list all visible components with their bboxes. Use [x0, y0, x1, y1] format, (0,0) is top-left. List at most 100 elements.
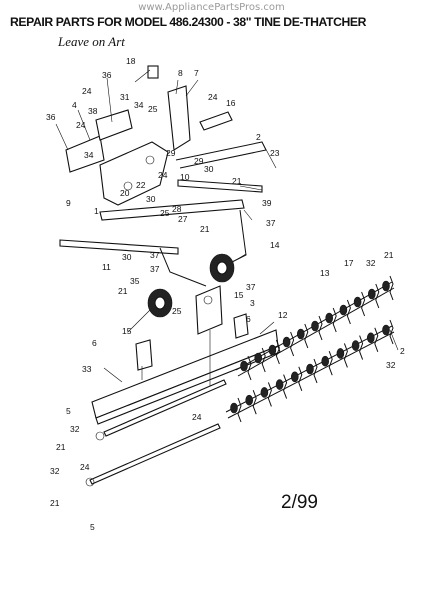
tine-spacer: [382, 324, 390, 336]
bracket-6-right: [233, 313, 249, 339]
tine-spring: [359, 335, 364, 360]
tine-spring: [237, 397, 242, 423]
callout: 25: [160, 208, 170, 218]
callout: 25: [172, 306, 182, 316]
callout: 32: [386, 360, 396, 370]
rod-11: [59, 239, 179, 255]
callout: 8: [178, 68, 183, 78]
callout: 14: [270, 240, 280, 250]
callout: 23: [270, 148, 280, 158]
tine-spacer: [240, 360, 248, 372]
tine-spring: [318, 315, 323, 341]
tine-spring: [389, 319, 394, 345]
tine-spring: [267, 382, 272, 407]
tine-spacer: [339, 304, 348, 316]
tine-spacer: [325, 312, 334, 324]
callout: 15: [234, 290, 244, 300]
upper-shaft: [103, 379, 227, 437]
callout: 10: [180, 172, 190, 182]
callout: 21: [50, 498, 60, 508]
date-code: 2/99: [281, 492, 318, 513]
callout: 15: [122, 326, 132, 336]
tine-reel-upper: [235, 275, 395, 381]
callout: 37: [266, 218, 276, 228]
callout: 24: [192, 412, 202, 422]
callout: 29: [194, 156, 204, 166]
callout: 37: [246, 282, 256, 292]
callout: 24: [208, 92, 218, 102]
callout-labels: 36 4 24 38 24 34 31 34 36 18 8 7 25 24 1…: [46, 56, 405, 532]
callout: 32: [70, 424, 80, 434]
tine-spring: [304, 323, 309, 349]
callout: 32: [50, 466, 60, 476]
callout: 4: [72, 100, 77, 110]
tine-spacer: [321, 355, 330, 367]
callout: 21: [384, 250, 394, 260]
tine-spring: [275, 339, 280, 365]
plate-16: [199, 111, 233, 131]
tine-spring: [389, 275, 394, 301]
callout: 5: [66, 406, 71, 416]
callout: 6: [92, 338, 97, 348]
callout: 31: [120, 92, 130, 102]
watermark: www.AppliancePartsPros.com: [138, 2, 285, 13]
tine-reel-lower: [225, 319, 395, 423]
tine-spacer: [230, 402, 238, 414]
tine-spacer: [254, 352, 263, 364]
callout: 30: [204, 164, 214, 174]
tine-spring: [328, 351, 333, 376]
bracket-6-left: [135, 339, 153, 371]
tine-spring: [252, 390, 257, 415]
tine-spring: [247, 355, 252, 381]
link-39: [177, 179, 263, 193]
callout: 36: [102, 70, 112, 80]
tine-spring: [346, 299, 351, 325]
callout: 38: [88, 106, 98, 116]
callout: 30: [122, 252, 132, 262]
callout: 9: [66, 198, 71, 208]
callout: 21: [232, 176, 242, 186]
callout: 21: [56, 442, 66, 452]
leader-lines: [55, 69, 399, 383]
callout: 12: [278, 310, 288, 320]
tine-spacer: [353, 296, 362, 308]
callout: 11: [102, 262, 111, 272]
tine-spring: [283, 374, 288, 399]
callout: 13: [320, 268, 330, 278]
cross-bar-1: [99, 199, 245, 221]
callout: 20: [120, 188, 130, 198]
tine-spacer: [382, 280, 390, 292]
tine-spacer: [306, 363, 314, 375]
callout: 25: [148, 104, 158, 114]
tine-spacer: [311, 320, 319, 332]
callout: 30: [146, 194, 156, 204]
wheel-right: [209, 253, 235, 283]
tine-spacer: [282, 336, 291, 348]
tine-spring: [375, 283, 380, 309]
tine-spacer: [296, 328, 305, 340]
callout: 34: [84, 150, 94, 160]
tine-spacer: [351, 340, 360, 351]
callout: 37: [150, 264, 160, 274]
tine-spring: [374, 327, 379, 352]
callout: 1: [94, 206, 99, 216]
callout: 17: [344, 258, 354, 268]
callout: 37: [150, 250, 160, 260]
lever-14: [231, 209, 247, 263]
tine-spacer: [336, 348, 345, 359]
clip-18: [147, 65, 159, 79]
tine-spring: [298, 366, 303, 391]
callout: 18: [126, 56, 136, 66]
tine-spacer: [260, 387, 269, 398]
handwritten-note: Leave on Art: [58, 34, 125, 49]
callout: 7: [194, 68, 199, 78]
callout: 29: [166, 148, 176, 158]
tine-spacer: [275, 379, 284, 390]
callout: 2: [400, 346, 405, 356]
callout: 33: [82, 364, 92, 374]
tine-spring: [261, 347, 266, 373]
callout: 36: [46, 112, 56, 122]
callout: 2: [256, 132, 261, 142]
tine-spring: [290, 331, 295, 357]
